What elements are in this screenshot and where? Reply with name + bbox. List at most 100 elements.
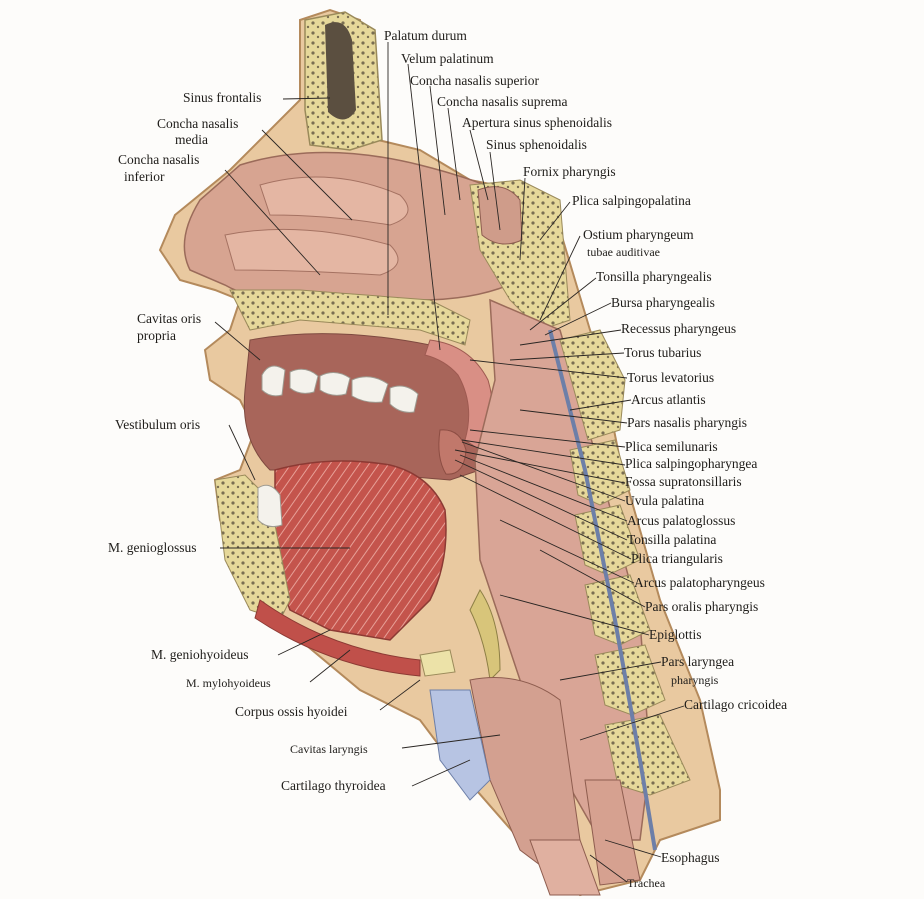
leader-line bbox=[309, 649, 351, 683]
label-arcus-palatopharyngeus: Arcus palatopharyngeus bbox=[634, 575, 765, 590]
leader-line bbox=[401, 734, 501, 749]
label-fornix-pharyngis: Fornix pharyngis bbox=[523, 164, 616, 179]
leader-line bbox=[228, 424, 256, 481]
label-concha-media-2: media bbox=[175, 132, 208, 147]
leader-line bbox=[461, 441, 626, 502]
leader-line bbox=[544, 302, 612, 336]
label-epiglottis: Epiglottis bbox=[649, 627, 702, 642]
label-corpus-ossis-hyoidei: Corpus ossis hyoidei bbox=[235, 704, 348, 719]
label-recessus-pharyngeus: Recessus pharyngeus bbox=[621, 321, 737, 336]
label-apertura-sinus: Apertura sinus sphenoidalis bbox=[462, 115, 612, 130]
label-pars-laryngea-2: pharyngis bbox=[671, 673, 719, 687]
leader-line bbox=[454, 449, 626, 484]
vertebral-column bbox=[559, 329, 691, 796]
label-plica-salpingopharyngea: Plica salpingopharyngea bbox=[625, 456, 758, 471]
leader-line bbox=[407, 63, 441, 351]
leader-line bbox=[539, 549, 646, 608]
label-cartilago-thyroidea: Cartilago thyroidea bbox=[281, 778, 386, 793]
label-cavitas-oris-1: Cavitas oris bbox=[137, 311, 202, 326]
hard-palate bbox=[229, 289, 471, 346]
label-sinus-sphenoidalis: Sinus sphenoidalis bbox=[486, 137, 587, 152]
leader-lines bbox=[214, 42, 685, 883]
leader-line bbox=[224, 169, 321, 276]
frontal-sinus-shape bbox=[325, 22, 356, 120]
label-torus-tubarius: Torus tubarius bbox=[624, 345, 702, 360]
concha-shape-media bbox=[259, 176, 409, 226]
label-vestibulum-oris: Vestibulum oris bbox=[115, 417, 201, 432]
leader-line bbox=[469, 429, 626, 448]
label-pars-nasalis: Pars nasalis pharyngis bbox=[627, 415, 747, 430]
leader-line bbox=[539, 235, 581, 321]
leader-line bbox=[447, 107, 461, 201]
label-bursa-pharyngealis: Bursa pharyngealis bbox=[611, 295, 715, 310]
epiglottis-shape bbox=[469, 589, 501, 682]
label-m-mylohyoideus: M. mylohyoideus bbox=[186, 676, 271, 690]
soft-palate bbox=[424, 339, 493, 451]
trachea-shape bbox=[529, 839, 601, 896]
leader-line bbox=[277, 629, 331, 656]
hyoid-bone bbox=[419, 649, 456, 677]
tonsil bbox=[438, 429, 467, 475]
leader-line bbox=[489, 151, 501, 231]
leader-line bbox=[214, 321, 261, 361]
leader-line bbox=[519, 329, 622, 346]
leader-line bbox=[569, 399, 632, 411]
label-plica-triangularis: Plica triangularis bbox=[631, 551, 723, 566]
leader-line bbox=[559, 661, 662, 681]
label-concha-superior: Concha nasalis superior bbox=[410, 73, 539, 88]
lower-tooth bbox=[257, 484, 283, 528]
label-uvula-palatina: Uvula palatina bbox=[625, 493, 705, 508]
sphenoid-sinus-shape bbox=[477, 186, 523, 245]
leader-line bbox=[539, 201, 571, 241]
leader-line bbox=[499, 594, 650, 636]
upper-teeth bbox=[261, 365, 419, 413]
label-torus-levatorius: Torus levatorius bbox=[627, 370, 715, 385]
leader-line bbox=[459, 474, 632, 560]
label-plica-salpingopalatina: Plica salpingopalatina bbox=[572, 193, 691, 208]
geniohyoid-band bbox=[254, 599, 421, 677]
label-pars-laryngea-1: Pars laryngea bbox=[661, 654, 735, 669]
leader-line bbox=[499, 519, 635, 584]
leader-line bbox=[411, 759, 471, 787]
label-sinus-frontalis: Sinus frontalis bbox=[183, 90, 262, 105]
label-arcus-atlantis: Arcus atlantis bbox=[631, 392, 706, 407]
label-velum-palatinum: Velum palatinum bbox=[401, 51, 494, 66]
leader-line bbox=[379, 679, 421, 711]
leader-line bbox=[579, 705, 685, 741]
leader-line bbox=[461, 439, 626, 466]
label-plica-semilunaris: Plica semilunaris bbox=[625, 439, 718, 454]
label-ostium-2: tubae auditivae bbox=[587, 245, 660, 259]
leader-line bbox=[519, 409, 628, 424]
label-trachea: Trachea bbox=[627, 876, 666, 890]
label-concha-suprema: Concha nasalis suprema bbox=[437, 94, 568, 109]
leader-line bbox=[529, 277, 597, 331]
label-concha-inferior-1: Concha nasalis bbox=[118, 152, 200, 167]
leader-line bbox=[589, 854, 628, 883]
label-tonsilla-palatina: Tonsilla palatina bbox=[627, 532, 717, 547]
label-concha-media-1: Concha nasalis bbox=[157, 116, 239, 131]
label-pars-oralis: Pars oralis pharyngis bbox=[645, 599, 759, 614]
concha-shape-inferior bbox=[224, 228, 399, 276]
thyroid-cartilage bbox=[429, 689, 491, 801]
label-cavitas-oris-2: propria bbox=[137, 328, 176, 343]
label-m-genioglossus: M. genioglossus bbox=[108, 540, 197, 555]
label-cavitas-laryngis: Cavitas laryngis bbox=[290, 742, 368, 756]
leader-line bbox=[261, 129, 353, 221]
label-tonsilla-pharyngealis: Tonsilla pharyngealis bbox=[596, 269, 712, 284]
tongue bbox=[274, 460, 447, 641]
leader-line bbox=[459, 454, 628, 522]
label-esophagus: Esophagus bbox=[661, 850, 720, 865]
esophagus-shape bbox=[584, 779, 641, 886]
label-ostium-1: Ostium pharyngeum bbox=[583, 227, 694, 242]
nasal-cavity bbox=[183, 151, 521, 301]
leader-line bbox=[429, 85, 446, 216]
label-arcus-palatoglossus: Arcus palatoglossus bbox=[627, 513, 736, 528]
label-concha-inferior-2: inferior bbox=[124, 169, 165, 184]
leader-line bbox=[454, 459, 628, 541]
leader-line bbox=[604, 839, 662, 858]
label-fossa-supratonsillaris: Fossa supratonsillaris bbox=[625, 474, 742, 489]
label-cartilago-cricoidea: Cartilago cricoidea bbox=[684, 697, 788, 712]
leader-line bbox=[509, 352, 625, 361]
